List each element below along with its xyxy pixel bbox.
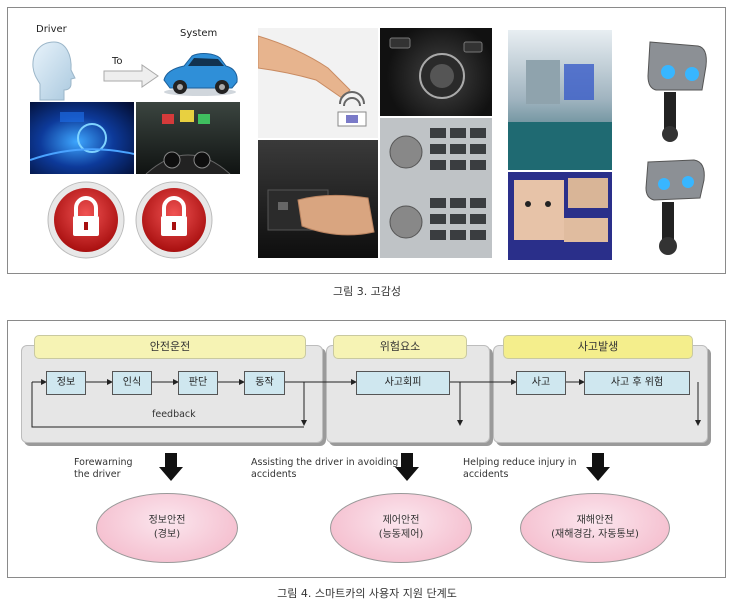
dashboard-photo	[136, 102, 240, 174]
car-icon	[163, 53, 238, 96]
outcome-control-safety: 제어안전 (능동제어)	[330, 493, 472, 563]
lock-icon	[135, 181, 213, 259]
feedback-label: feedback	[152, 409, 196, 420]
outcome-disaster-safety: 재해안전 (재해경감, 자동통보)	[520, 493, 670, 563]
outcome-title: 정보안전	[148, 515, 186, 526]
robot-head-photo	[616, 148, 716, 260]
flow-node-post-accident: 사고 후 위험	[584, 371, 690, 395]
flow-node-judgment: 판단	[178, 371, 218, 395]
stage-description: Helping reduce injury in accidents	[463, 457, 577, 480]
flow-node-accident: 사고	[516, 371, 566, 395]
outcome-title: 재해안전	[576, 515, 614, 526]
robot-head-photo	[616, 32, 716, 144]
hand-on-console-photo	[258, 140, 378, 258]
outcome-subtitle: (경보)	[153, 529, 181, 540]
phase-label: 위험요소	[333, 335, 467, 359]
figure3-frame: Driver To System	[7, 7, 726, 274]
stage-description: Assisting the driver in avoiding acciden…	[251, 457, 399, 480]
flow-node-avoidance: 사고회피	[356, 371, 450, 395]
finger-touch-photo	[258, 28, 378, 138]
flow-connectors	[31, 379, 701, 428]
lock-icon	[47, 181, 125, 259]
outcome-title: 제어안전	[382, 515, 420, 526]
phase-label: 사고발생	[503, 335, 693, 359]
system-label: System	[180, 28, 218, 39]
phase-label: 안전운전	[34, 335, 306, 359]
stage-description: Forewarning the driver	[74, 457, 133, 480]
face-tracking-photo	[508, 172, 612, 260]
driver-seat-sensor-photo	[508, 30, 612, 170]
arrow-down-icon	[159, 453, 183, 481]
arrow-right-icon	[103, 64, 159, 88]
figure4-frame: 안전운전 위험요소 사고발생 정보 인식 판단 동작 사고회피 사고 사고 후 …	[7, 320, 726, 578]
arrow-down-icon	[395, 453, 419, 481]
outcome-info-safety: 정보안전 (경보)	[96, 493, 238, 563]
figure3-caption: 그림 3. 고감성	[332, 285, 402, 298]
interior-ambient-photo	[30, 102, 134, 174]
flow-node-recognition: 인식	[112, 371, 152, 395]
outcome-subtitle: (능동제어)	[378, 529, 424, 540]
flow-node-info: 정보	[46, 371, 86, 395]
to-label: To	[112, 56, 123, 67]
outcome-subtitle: (재해경감, 자동통보)	[551, 529, 639, 540]
arrow-down-icon	[586, 453, 610, 481]
driver-label: Driver	[36, 24, 67, 35]
keypad-panel-photo	[380, 118, 492, 258]
flow-node-action: 동작	[244, 371, 285, 395]
figure4-caption: 그림 4. 스마트카의 사용자 지원 단계도	[277, 587, 457, 600]
driver-head-icon	[32, 41, 76, 101]
knob-controller-photo	[380, 28, 492, 116]
